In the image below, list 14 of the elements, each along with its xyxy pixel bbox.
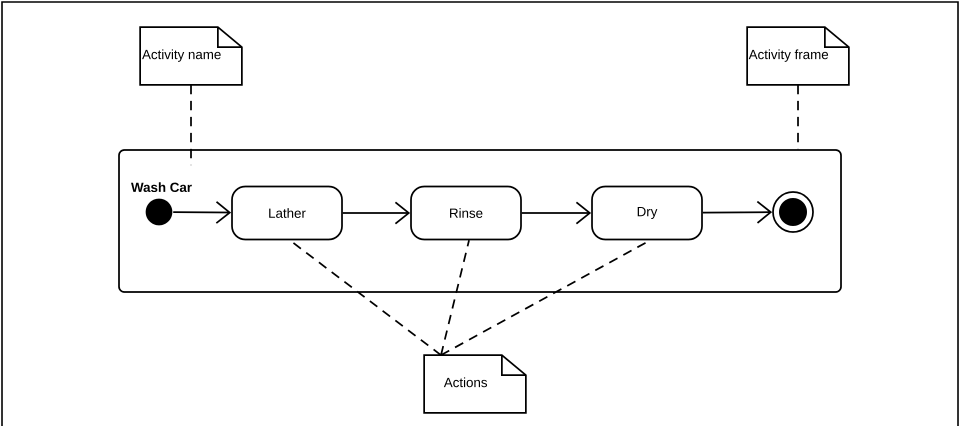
- action-box: Lather: [231, 186, 343, 240]
- arrow: [342, 202, 410, 224]
- activity-name: Wash Car: [131, 182, 192, 192]
- final-node: [772, 191, 814, 233]
- note: Activity name: [139, 26, 243, 86]
- action-box: Dry: [591, 186, 703, 240]
- action-box: Rinse: [410, 186, 522, 240]
- initial-node: [146, 198, 172, 226]
- note: Actions: [423, 354, 527, 414]
- arrow: [522, 202, 592, 224]
- arrow: [702, 200, 772, 224]
- leader-line: [440, 240, 470, 356]
- note: Activity frame: [746, 26, 850, 86]
- arrow: [173, 201, 232, 224]
